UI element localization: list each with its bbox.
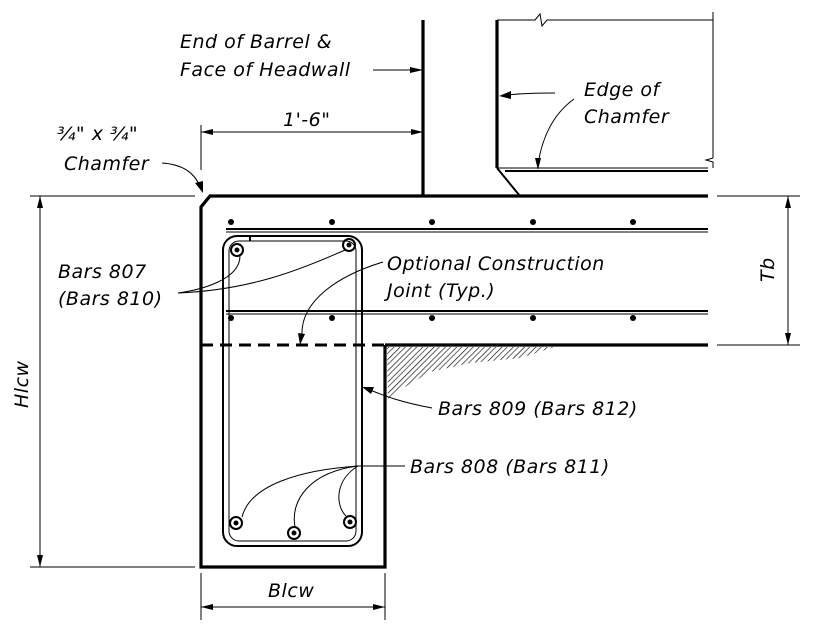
rebar-dot <box>329 315 335 321</box>
break-line-top <box>497 12 713 28</box>
label-bars-807: Bars 807 <box>58 261 147 283</box>
label-chamfer: Chamfer <box>64 153 150 175</box>
stirrup <box>222 235 363 547</box>
rebar-dot <box>530 219 536 225</box>
label-tb: Tb <box>757 257 779 282</box>
label-blcw: Blcw <box>268 580 314 602</box>
dimension-blcw <box>200 573 386 620</box>
leaders <box>161 67 575 528</box>
rebar-dot <box>530 315 536 321</box>
break-line-right <box>704 157 714 168</box>
dimension-1-6 <box>200 125 423 170</box>
dimension-hlcw <box>30 195 195 568</box>
label-bars-810: (Bars 810) <box>58 288 163 310</box>
label-bars-809: Bars 809 (Bars 812) <box>438 398 638 420</box>
label-end-of-barrel-1: End of Barrel & <box>180 31 332 53</box>
rebar-dot <box>630 315 636 321</box>
label-edge-of-chamfer-2: Chamfer <box>584 106 670 128</box>
dimension-tb <box>717 195 800 346</box>
label-bars-808: Bars 808 (Bars 811) <box>410 456 610 478</box>
corner-bar-circle <box>342 238 356 252</box>
corner-bar-circle <box>230 243 244 257</box>
rebar-dot <box>228 219 234 225</box>
rebar-dot <box>429 219 435 225</box>
corner-bar-circle <box>343 515 357 529</box>
rebar-dot <box>429 315 435 321</box>
label-dim-1-6: 1'-6" <box>283 109 331 131</box>
headwall-outline <box>421 12 714 197</box>
soil-hatch <box>387 347 555 400</box>
slab-outline <box>199 194 708 569</box>
rebar-dot <box>329 219 335 225</box>
label-edge-of-chamfer-1: Edge of <box>584 79 662 101</box>
rebar-dot <box>630 219 636 225</box>
label-end-of-barrel-2: Face of Headwall <box>180 59 351 81</box>
label-chamfer-size: ¾" x ¾" <box>57 123 138 145</box>
corner-bar-circle <box>287 526 301 540</box>
corner-bar-circle <box>229 516 243 530</box>
label-hlcw: Hlcw <box>11 360 33 408</box>
label-optional-joint-2: Joint (Typ.) <box>383 280 495 302</box>
label-optional-joint-1: Optional Construction <box>387 253 605 275</box>
